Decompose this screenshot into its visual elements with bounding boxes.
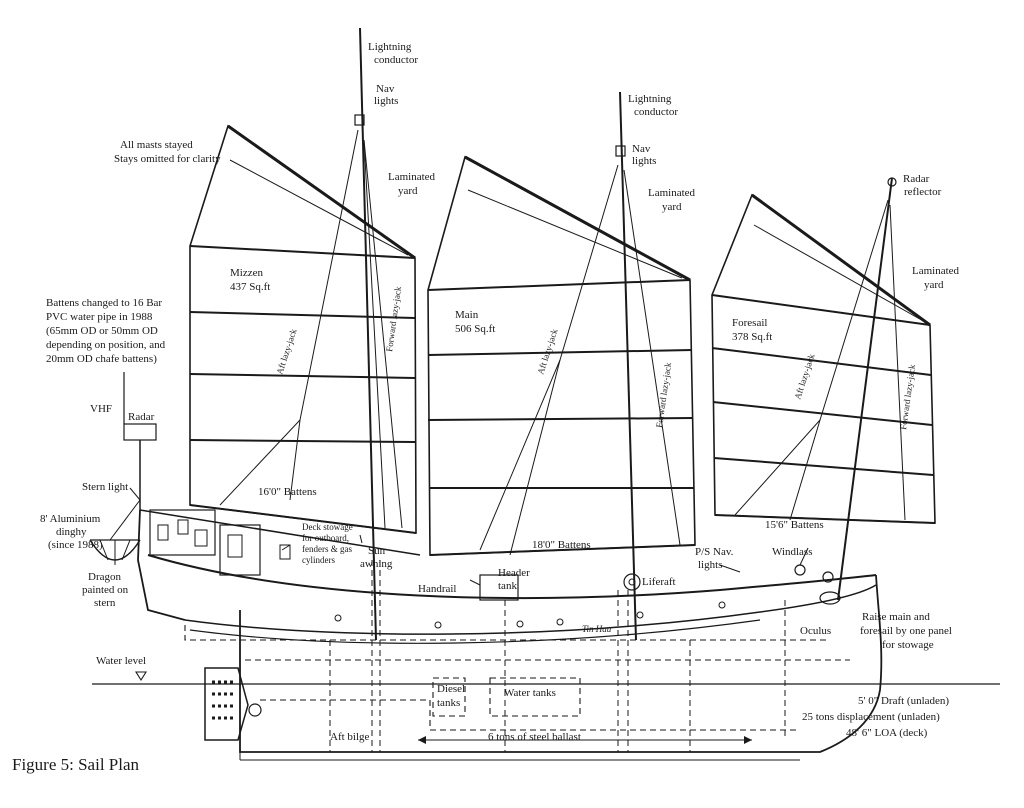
foresail: [711, 177, 936, 601]
mizzen-lights-label: Nav: [376, 83, 395, 95]
mizzen-aft-lazyjack: Aft lazy-jack: [274, 327, 298, 375]
dinghy-label-3: (since 1988): [48, 539, 103, 551]
main-yard-1: Laminated: [648, 187, 696, 199]
sun-awning-1: Sun: [368, 545, 386, 557]
ps-nav-1: P/S Nav.: [695, 546, 734, 558]
fore-name: Foresail: [732, 317, 767, 329]
battens-note-5: 20mm OD chafe battens): [46, 353, 157, 365]
raise-note-2: foresail by one panel: [860, 625, 952, 637]
header-tank-2: tank: [498, 580, 517, 592]
windlass-label: Windlass: [772, 546, 813, 558]
main-name: Main: [455, 309, 479, 321]
dragon-label-3: stern: [94, 597, 116, 609]
stays-note-1: All masts stayed: [120, 139, 193, 151]
main-sail: [427, 91, 696, 641]
fore-forward-lazyjack: Forward lazy-jack: [898, 363, 917, 430]
battens-note-2: PVC water pipe in 1988: [46, 311, 153, 323]
mizzen-yard-1: Laminated: [388, 171, 436, 183]
aft-bilge-label: Aft bilge: [330, 731, 370, 743]
battens-note-1: Battens changed to 16 Bar: [46, 297, 162, 309]
fore-yard-1: Laminated: [912, 265, 960, 277]
main-lights-label-2: lights: [632, 155, 656, 167]
ballast-arrow: [418, 736, 752, 744]
liferaft-label: Liferaft: [642, 576, 676, 588]
ballast-label: 6 tons of steel ballast: [488, 731, 581, 743]
hull-name: Tin Hau: [582, 624, 612, 634]
deck-stowage-1: Deck stowage: [302, 522, 353, 532]
water-tanks-label: Water tanks: [504, 687, 556, 699]
oculus-label: Oculus: [800, 625, 831, 637]
main-area: 506 Sq.ft: [455, 323, 495, 335]
battens-note-3: (65mm OD or 50mm OD: [46, 325, 158, 337]
dragon-label-1: Dragon: [88, 571, 121, 583]
dinghy-label-1: 8' Aluminium: [40, 513, 101, 525]
main-top-label: Lightning: [628, 93, 672, 105]
fore-top-label: Radar: [903, 173, 930, 185]
vhf-label: VHF: [90, 403, 112, 415]
leader-lines: [129, 487, 809, 586]
rudder-hatch: [212, 680, 234, 720]
fore-battens: 15'6" Battens: [765, 519, 824, 531]
mizzen-area: 437 Sq.ft: [230, 281, 270, 293]
water-line: [92, 671, 1000, 685]
deck-stowage-3: fenders & gas: [302, 544, 352, 554]
mizzen-sail: [189, 27, 417, 641]
mizzen-battens: 16'0" Battens: [258, 486, 317, 498]
mizzen-lights-label-2: lights: [374, 95, 398, 107]
deck-stowage-2: for outboard,: [302, 533, 349, 543]
handrail-label: Handrail: [418, 583, 456, 595]
water-level-label: Water level: [96, 655, 146, 667]
spec-draft: 5' 0" Draft (unladen): [858, 695, 949, 707]
radar-label: Radar: [128, 411, 155, 423]
mizzen-top-label-2: conductor: [374, 54, 418, 66]
main-top-label-2: conductor: [634, 106, 678, 118]
raise-note-1: Raise main and: [862, 611, 930, 623]
fore-yard-2: yard: [924, 279, 944, 291]
diesel-tanks-1: Diesel: [437, 683, 465, 695]
spec-loa: 48' 6" LOA (deck): [846, 727, 928, 739]
diesel-tanks-2: tanks: [437, 697, 460, 709]
fore-aft-lazyjack: Aft lazy-jack: [792, 352, 816, 400]
fore-top-label-2: reflector: [904, 186, 942, 198]
deck-stowage-4: cylinders: [302, 555, 335, 565]
battens-note-4: depending on position, and: [46, 339, 166, 351]
main-lights-label: Nav: [632, 143, 651, 155]
raise-note-3: for stowage: [882, 639, 934, 651]
hull-portholes: [334, 601, 726, 629]
spec-displacement: 25 tons displacement (unladen): [802, 711, 940, 723]
mizzen-forward-lazyjack: Forward lazy-jack: [384, 285, 403, 352]
hull: [89, 372, 883, 761]
dinghy-label-2: dinghy: [56, 526, 87, 538]
mizzen-yard-2: yard: [398, 185, 418, 197]
stern-light-label: Stern light: [82, 481, 128, 493]
figure-caption: Figure 5: Sail Plan: [12, 755, 140, 774]
ps-nav-2: lights: [698, 559, 722, 571]
header-tank-1: Header: [498, 567, 530, 579]
stays-note-2: Stays omitted for clarity: [114, 153, 221, 165]
fore-area: 378 Sq.ft: [732, 331, 772, 343]
sun-awning-2: awning: [360, 558, 393, 570]
mizzen-top-label-1: Lightning: [368, 41, 412, 53]
dragon-label-2: painted on: [82, 584, 129, 596]
labels: Lightning conductor Nav Lightning Nav Ra…: [12, 41, 960, 774]
main-yard-2: yard: [662, 201, 682, 213]
main-battens: 18'0" Battens: [532, 539, 591, 551]
mizzen-name: Mizzen: [230, 267, 263, 279]
